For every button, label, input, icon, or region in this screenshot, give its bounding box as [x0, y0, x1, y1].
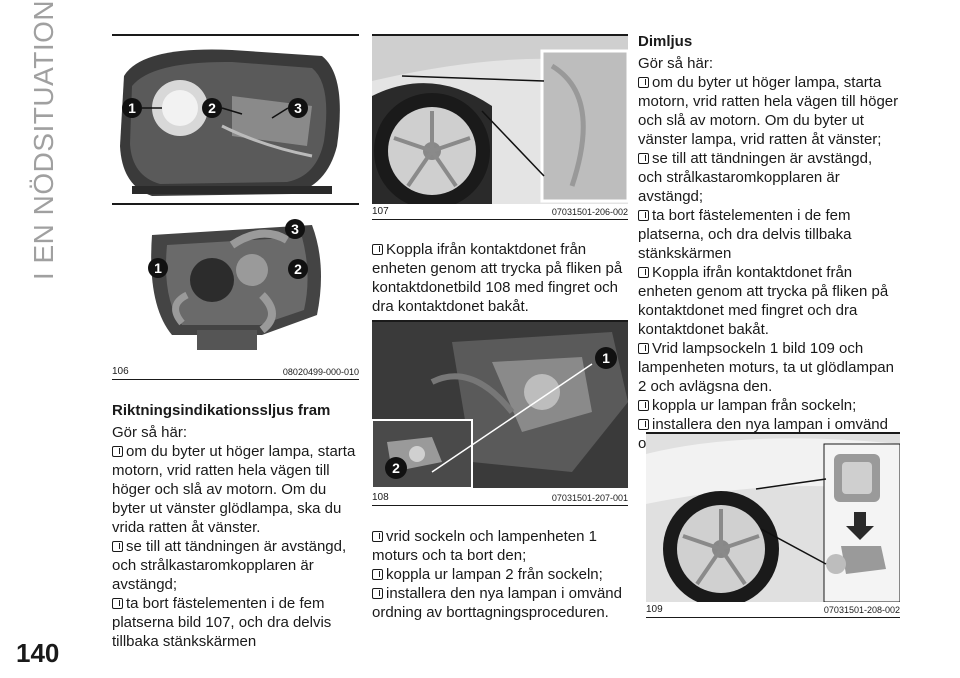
step-marker-icon — [638, 400, 649, 411]
step-marker-icon — [372, 588, 383, 599]
instruction-item: vrid sockeln och lampenheten 1 moturs oc… — [372, 528, 597, 564]
figure-106-callout-2: 2 — [208, 100, 216, 116]
instruction-item: om du byter ut höger lampa, starta motor… — [112, 443, 356, 536]
figure-106b-callout-2: 2 — [294, 261, 302, 277]
figure-106b-callout-3: 3 — [291, 221, 299, 237]
engine-bay-illustration: 1 2 — [372, 322, 628, 488]
step-marker-icon — [638, 267, 649, 278]
figure-top-rule — [112, 34, 359, 36]
step-marker-icon — [638, 153, 649, 164]
figure-106-top: 1 2 3 — [112, 36, 359, 204]
instruction-item: se till att tändningen är avstängd, och … — [638, 150, 873, 205]
figure-109 — [646, 434, 900, 602]
figure-106-callout-3: 3 — [294, 100, 302, 116]
step-marker-icon — [112, 446, 123, 457]
section-heading: Dimljus — [638, 33, 693, 50]
intro-text: Gör så här: — [112, 424, 188, 441]
step-marker-icon — [638, 77, 649, 88]
instruction-item: installera den nya lampan i omvänd ordni… — [372, 585, 622, 621]
figure-109-code: 07031501-208-002 — [823, 605, 900, 615]
step-marker-icon — [372, 531, 383, 542]
figure-108-callout-2: 2 — [392, 460, 400, 476]
step-marker-icon — [638, 419, 649, 430]
section-title: I EN NÖDSITUATION — [14, 0, 74, 280]
section-heading: Riktningsindikationssljus fram — [112, 402, 331, 419]
figure-106b-callout-1: 1 — [154, 260, 162, 276]
figure-top-rule — [646, 432, 900, 434]
headlamp-unit-illustration: 3 1 2 — [112, 205, 359, 363]
step-marker-icon — [372, 569, 383, 580]
instruction-item: Koppla ifrån kontaktdonet från enheten g… — [638, 264, 889, 338]
figure-109-caption: 109 07031501-208-002 — [646, 604, 900, 618]
figure-108-number: 108 — [372, 492, 389, 503]
figure-108: 1 2 — [372, 322, 628, 488]
instruction-item: koppla ur lampan från sockeln; — [638, 396, 900, 415]
column-2-text-top: Koppla ifrån kontaktdonet från enheten g… — [372, 240, 630, 316]
step-marker-icon — [112, 541, 123, 552]
figure-108-callout-1: 1 — [602, 350, 610, 366]
step-marker-icon — [638, 210, 649, 221]
figure-109-number: 109 — [646, 604, 663, 615]
instruction-item: koppla ur lampan 2 från sockeln; — [372, 565, 630, 584]
instruction-item: Vrid lampsockeln 1 bild 109 och lampenhe… — [638, 340, 894, 395]
figure-top-rule — [372, 320, 628, 322]
step-marker-icon — [112, 598, 123, 609]
step-marker-icon — [372, 244, 383, 255]
column-2-text-bottom: vrid sockeln och lampenheten 1 moturs oc… — [372, 527, 630, 622]
step-marker-icon — [638, 343, 649, 354]
instruction-item: se till att tändningen är avstängd, och … — [112, 538, 347, 593]
figure-top-rule — [372, 34, 628, 36]
figure-108-code: 07031501-207-001 — [551, 493, 628, 503]
instruction-item: ta bort fästelementen i de fem platserna… — [112, 595, 332, 650]
figure-107-code: 07031501-206-002 — [551, 207, 628, 217]
figure-106-callout-1: 1 — [128, 100, 136, 116]
instruction-item: ta bort fästelementen i de fem platserna… — [638, 207, 852, 262]
figure-107-caption: 107 07031501-206-002 — [372, 206, 628, 220]
figure-106-code: 08020499-000-010 — [282, 367, 359, 377]
instruction-item: Koppla ifrån kontaktdonet från enheten g… — [372, 241, 623, 315]
page-number: 140 — [16, 638, 60, 668]
fog-lamp-illustration — [646, 434, 900, 602]
figure-106-number: 106 — [112, 366, 129, 377]
intro-text: Gör så här: — [638, 55, 714, 72]
figure-divider — [112, 203, 359, 205]
figure-106-bottom: 3 1 2 — [112, 205, 359, 363]
figure-107-number: 107 — [372, 206, 389, 217]
instruction-item: om du byter ut höger lampa, starta motor… — [638, 74, 899, 148]
headlamp-rear-illustration: 1 2 3 — [112, 36, 359, 204]
section-title-text: I EN NÖDSITUATION — [28, 0, 59, 281]
column-1-text: Riktningsindikationssljus fram Gör så hä… — [112, 401, 362, 651]
figure-106-caption: 106 08020499-000-010 — [112, 366, 359, 380]
wheel-arch-illustration — [372, 36, 628, 204]
figure-107 — [372, 36, 628, 204]
column-3-text: Dimljus Gör så här: om du byter ut höger… — [638, 32, 900, 453]
figure-108-caption: 108 07031501-207-001 — [372, 492, 628, 506]
